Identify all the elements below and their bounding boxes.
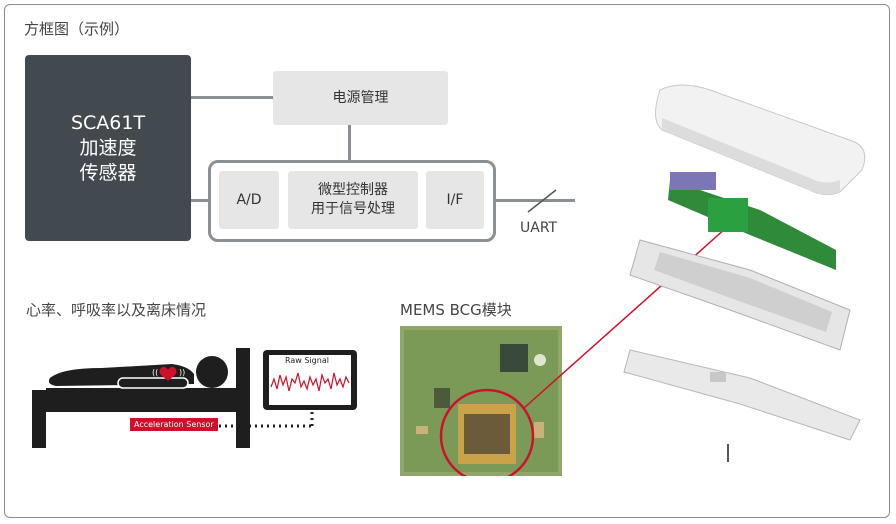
power-management-box: 电源管理	[273, 71, 448, 125]
pcb-chip	[500, 344, 528, 372]
sca61t-sensor-block: SCA61T 加速度 传感器	[25, 55, 191, 241]
page-title: 方框图（示例）	[24, 20, 130, 38]
power-to-processor-line	[348, 125, 351, 161]
device-battery	[670, 172, 716, 190]
heart-icon	[159, 366, 177, 381]
module-caption: MEMS BCG模块	[400, 301, 512, 319]
sensor-type: 加速度	[79, 136, 137, 159]
exploded-device-illustration	[623, 84, 866, 462]
bed-caption: 心率、呼吸率以及离床情况	[26, 301, 207, 319]
ad-converter-box: A/D	[219, 171, 279, 229]
sensor-to-power-line	[191, 96, 273, 99]
mcu-line1: 微型控制器	[318, 182, 388, 198]
bed-mattress	[46, 388, 236, 396]
interface-box: I/F	[426, 171, 484, 229]
monitor-title: Raw Signal	[285, 356, 329, 365]
uart-label: UART	[520, 220, 558, 236]
device-module	[708, 198, 748, 232]
svg-text:)): ))	[179, 368, 185, 377]
pillow	[117, 377, 189, 389]
highlight-circle	[439, 388, 535, 476]
mcu-line2: 用于信号处理	[311, 201, 395, 217]
diagram-frame	[4, 4, 890, 518]
sensor-type-2: 传感器	[79, 161, 137, 184]
uart-slash	[527, 189, 557, 213]
person-head	[196, 356, 228, 388]
monitor-screen	[269, 355, 351, 405]
sensor-to-processor-line	[191, 199, 209, 202]
processor-outline	[208, 160, 496, 242]
raw-signal-monitor	[263, 350, 357, 410]
processor-to-uart-line	[495, 199, 575, 202]
device-top-cover	[655, 84, 866, 196]
bed-illustration: (( ))	[32, 348, 314, 448]
device-mount-plate	[623, 349, 861, 441]
bed-frame	[32, 394, 250, 412]
mems-module-photo	[400, 326, 562, 476]
microcontroller-box: 微型控制器 用于信号处理	[288, 171, 418, 229]
sensor-model: SCA61T	[70, 111, 146, 134]
svg-text:((: ((	[152, 368, 158, 377]
acceleration-sensor-label: Acceleration Sensor	[130, 418, 218, 431]
signal-waveform	[270, 372, 350, 392]
